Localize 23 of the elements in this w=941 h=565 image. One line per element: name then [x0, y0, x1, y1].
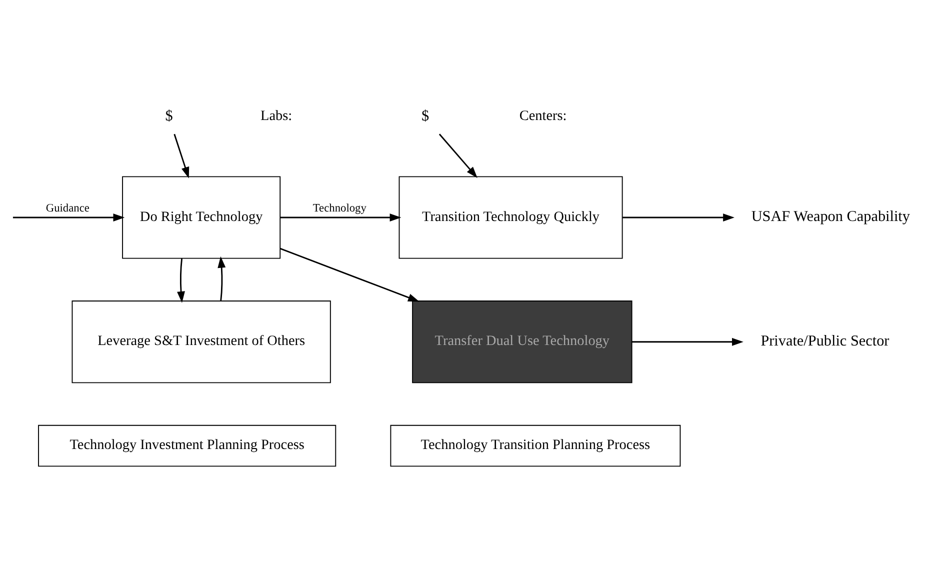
edge-label: Guidance: [46, 202, 90, 214]
arrow: [438, 133, 478, 178]
node-box: Transition Technology Quickly: [398, 176, 623, 258]
arrow: [280, 213, 402, 221]
node-box: Leverage S&T Investment of Others: [72, 300, 331, 383]
node-label: Centers:: [519, 108, 567, 124]
arrow: [177, 258, 185, 302]
arrow: [622, 213, 734, 221]
arrow: [12, 213, 125, 221]
arrow: [632, 337, 744, 346]
node-text: $: [165, 106, 173, 124]
node-label: Labs:: [260, 108, 292, 124]
node-text: $: [422, 106, 430, 124]
arrow: [174, 133, 190, 178]
arrow: [218, 256, 226, 300]
edge-label: Technology: [312, 202, 366, 214]
node-box: Technology Transition Planning Process: [390, 424, 681, 466]
node-box: Do Right Technology: [122, 176, 281, 258]
arrow: [280, 247, 420, 302]
node-text: Private/Public Sector: [760, 332, 890, 349]
node-text: USAF Weapon Capability: [751, 208, 910, 225]
node-box: Transfer Dual Use Technology: [412, 300, 632, 383]
node-box: Technology Investment Planning Process: [38, 424, 336, 466]
